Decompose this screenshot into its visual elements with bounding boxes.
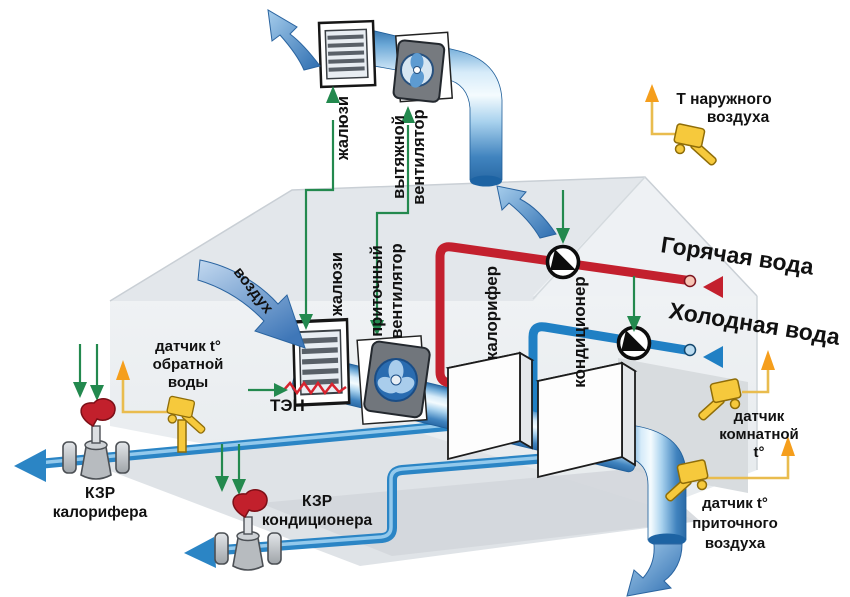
supply-fan-blades-icon bbox=[377, 360, 415, 394]
supply-fan bbox=[356, 335, 431, 425]
heater-return-arrow bbox=[14, 449, 46, 482]
label-sensor-room-line3: t° bbox=[754, 444, 765, 461]
label-heater: калорифер bbox=[482, 266, 501, 360]
label-electric-heater: ТЭН bbox=[270, 396, 305, 415]
house-gable-edge bbox=[532, 176, 646, 300]
arrow-down-heater-valve-1 bbox=[73, 382, 87, 398]
electric-heater-coil bbox=[282, 380, 347, 396]
wire-room-sensor bbox=[742, 366, 770, 394]
supply-duct-opening bbox=[648, 533, 686, 547]
label-sensor-return-line2: обратной bbox=[153, 356, 224, 373]
arrow-down-hot-pump bbox=[556, 228, 570, 244]
return-sensor-stem bbox=[177, 419, 187, 453]
arrow-down-supply-fan bbox=[370, 320, 384, 336]
exhaust-intake-arrow bbox=[496, 185, 557, 239]
heater-box bbox=[445, 351, 535, 461]
arrow-right-electric-heater bbox=[274, 383, 288, 397]
control-arrowheads bbox=[73, 86, 641, 495]
arrow-up-supply-sensor bbox=[781, 436, 795, 456]
sensor-arrowheads bbox=[116, 84, 795, 456]
label-kzr-heater-line1: КЗР bbox=[85, 485, 115, 502]
label-exhaust-fan-line1: вытяжной bbox=[390, 115, 408, 199]
label-sensor-return-line1: датчик t° bbox=[155, 338, 221, 355]
label-supply-fan-line1: приточный bbox=[368, 245, 386, 337]
arrow-up-exhaust-fan bbox=[401, 106, 415, 123]
wire-outdoor-sensor bbox=[650, 100, 678, 136]
control-wiring bbox=[78, 120, 636, 485]
label-sensor-supply-line2: приточного bbox=[692, 515, 778, 532]
conditioner-box-front bbox=[537, 361, 623, 479]
label-kzr-conditioner-line1: КЗР bbox=[302, 493, 332, 510]
cold-pipe-end-cap bbox=[683, 343, 697, 357]
exhaust-louver-grille bbox=[319, 21, 375, 87]
label-kzr-conditioner-line2: кондиционера bbox=[262, 512, 373, 529]
wire-return-water-sensor bbox=[121, 380, 176, 414]
conditioner-return-pipe-highlight bbox=[207, 455, 549, 552]
arrow-up-louver-exhaust bbox=[326, 86, 340, 103]
heater-box-front bbox=[447, 351, 521, 461]
cold-water-pump-icon bbox=[616, 325, 652, 361]
exhaust-fan-blades-icon bbox=[409, 53, 425, 88]
cold-water-direction-arrow bbox=[703, 346, 723, 368]
label-sensor-room-line2: комнатной bbox=[719, 426, 799, 443]
hot-water-pump-icon bbox=[545, 244, 581, 280]
hot-pipe-end-cap bbox=[683, 274, 697, 288]
label-exhaust-fan-line2: вентилятор bbox=[410, 109, 428, 204]
label-louvers-supply: жалюзи bbox=[328, 252, 346, 317]
label-sensor-return-line3: воды bbox=[168, 374, 208, 391]
arrow-down-heater-valve-2 bbox=[90, 385, 104, 401]
exhaust-duct-opening bbox=[470, 175, 502, 187]
label-sensor-supply-line3: воздуха bbox=[705, 535, 766, 552]
exhaust-out-arrow bbox=[267, 9, 321, 71]
arrow-up-outdoor-sensor bbox=[645, 84, 659, 102]
arrow-up-return-sensor bbox=[116, 360, 130, 380]
conditioner-box-side bbox=[621, 361, 636, 467]
arrow-down-louver-supply bbox=[299, 314, 313, 330]
arrow-up-room-sensor bbox=[761, 350, 775, 370]
wire-supply-air-sensor bbox=[702, 452, 790, 480]
hot-water-pipe bbox=[435, 242, 693, 389]
air-arrows bbox=[197, 9, 683, 597]
label-sensor-supply-line1: датчик t° bbox=[702, 495, 768, 512]
label-conditioner: кондиционер bbox=[570, 276, 589, 388]
conditioner-box bbox=[535, 361, 638, 479]
heater-box-side bbox=[519, 351, 533, 450]
arrow-down-conditioner-valve-2 bbox=[232, 479, 246, 495]
supply-air-in-arrow bbox=[197, 259, 306, 349]
arrow-down-conditioner-valve-1 bbox=[215, 476, 229, 492]
label-supply-fan-line2: вентилятор bbox=[388, 243, 406, 338]
hot-water-direction-arrow bbox=[703, 276, 723, 298]
label-louvers-exhaust: жалюзи bbox=[334, 96, 352, 161]
exhaust-assembly bbox=[319, 21, 503, 187]
wire-fan-exhaust-to-supply bbox=[375, 125, 410, 322]
sensor-wiring bbox=[121, 100, 790, 480]
supply-louver-grille bbox=[293, 320, 349, 406]
label-outdoor-temp-line2: воздуха bbox=[707, 109, 770, 126]
label-sensor-room-line1: датчик bbox=[734, 408, 785, 425]
label-outdoor-temp-line1: Т наружного bbox=[676, 91, 771, 108]
conditioner-return-arrow bbox=[184, 537, 216, 568]
arrow-down-cold-pump bbox=[627, 316, 641, 332]
supply-air-out-arrow bbox=[626, 543, 683, 597]
house-roof-edge bbox=[109, 176, 758, 302]
outdoor-temp-sensor-icon bbox=[672, 122, 719, 167]
wire-louver-exhaust-to-supply bbox=[304, 120, 335, 316]
label-kzr-heater-line2: калорифера bbox=[53, 504, 148, 521]
